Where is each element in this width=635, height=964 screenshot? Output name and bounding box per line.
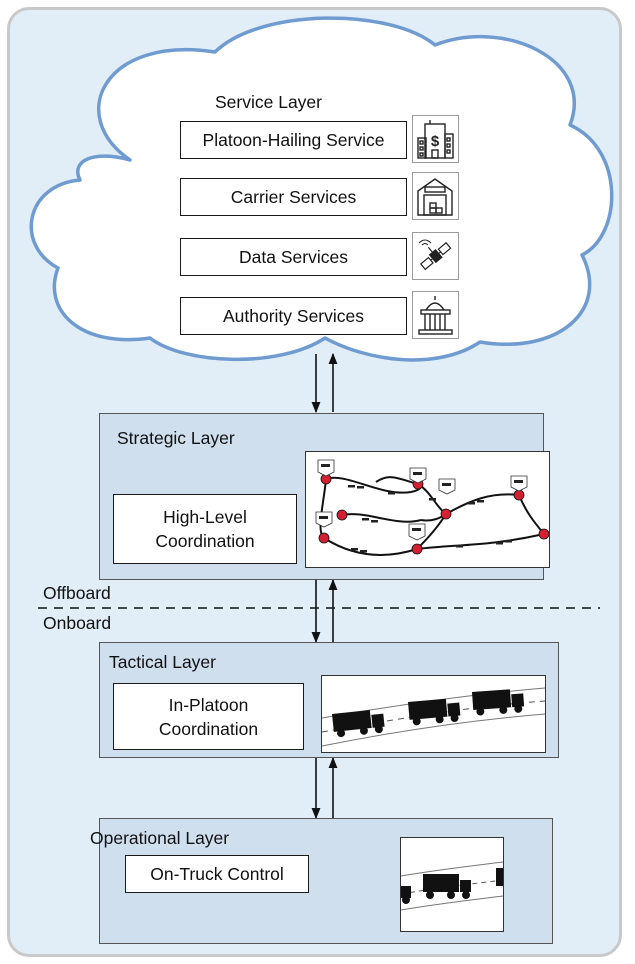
satellite-icon (412, 232, 459, 280)
government-building-icon (412, 291, 459, 339)
truck-closeup-image (400, 837, 504, 932)
strategic-layer: Strategic Layer High-Level Coordination (99, 413, 550, 580)
high-level-coordination-box: High-Level Coordination (113, 494, 297, 564)
warehouse-icon (412, 172, 459, 220)
in-platoon-coordination-line2: Coordination (158, 718, 259, 739)
authority-services-box: Authority Services (180, 297, 407, 335)
svg-text:$: $ (431, 133, 440, 150)
service-layer-title: Service Layer (215, 92, 322, 112)
high-level-coordination-line2: Coordination (155, 531, 255, 551)
in-platoon-coordination-box: In-Platoon Coordination (113, 683, 304, 750)
onboard-label: Onboard (43, 613, 112, 633)
high-level-coordination-line1: High-Level (163, 507, 247, 527)
tactical-layer: Tactical Layer In-Platoon Coordination (99, 642, 559, 758)
building-dollar-icon: $ (412, 115, 459, 163)
operational-layer-title: Operational Layer (90, 828, 230, 848)
on-truck-control-box: On-Truck Control (125, 855, 309, 893)
operational-layer: Operational Layer On-Truck Control (90, 818, 553, 944)
platoon-hailing-service-box: Platoon-Hailing Service (180, 121, 407, 159)
strategic-layer-title: Strategic Layer (117, 428, 235, 448)
offboard-label: Offboard (43, 583, 111, 603)
in-platoon-coordination-line1: In-Platoon (168, 694, 249, 715)
road-network-map (305, 451, 550, 568)
platoon-road-image (321, 675, 546, 753)
carrier-services-box: Carrier Services (180, 178, 407, 216)
data-services-box: Data Services (180, 238, 407, 276)
diagram-frame: Service Layer Platoon-Hailing Service $ … (7, 7, 622, 957)
tactical-layer-title: Tactical Layer (109, 652, 216, 672)
bidirectional-arrows (38, 352, 600, 820)
